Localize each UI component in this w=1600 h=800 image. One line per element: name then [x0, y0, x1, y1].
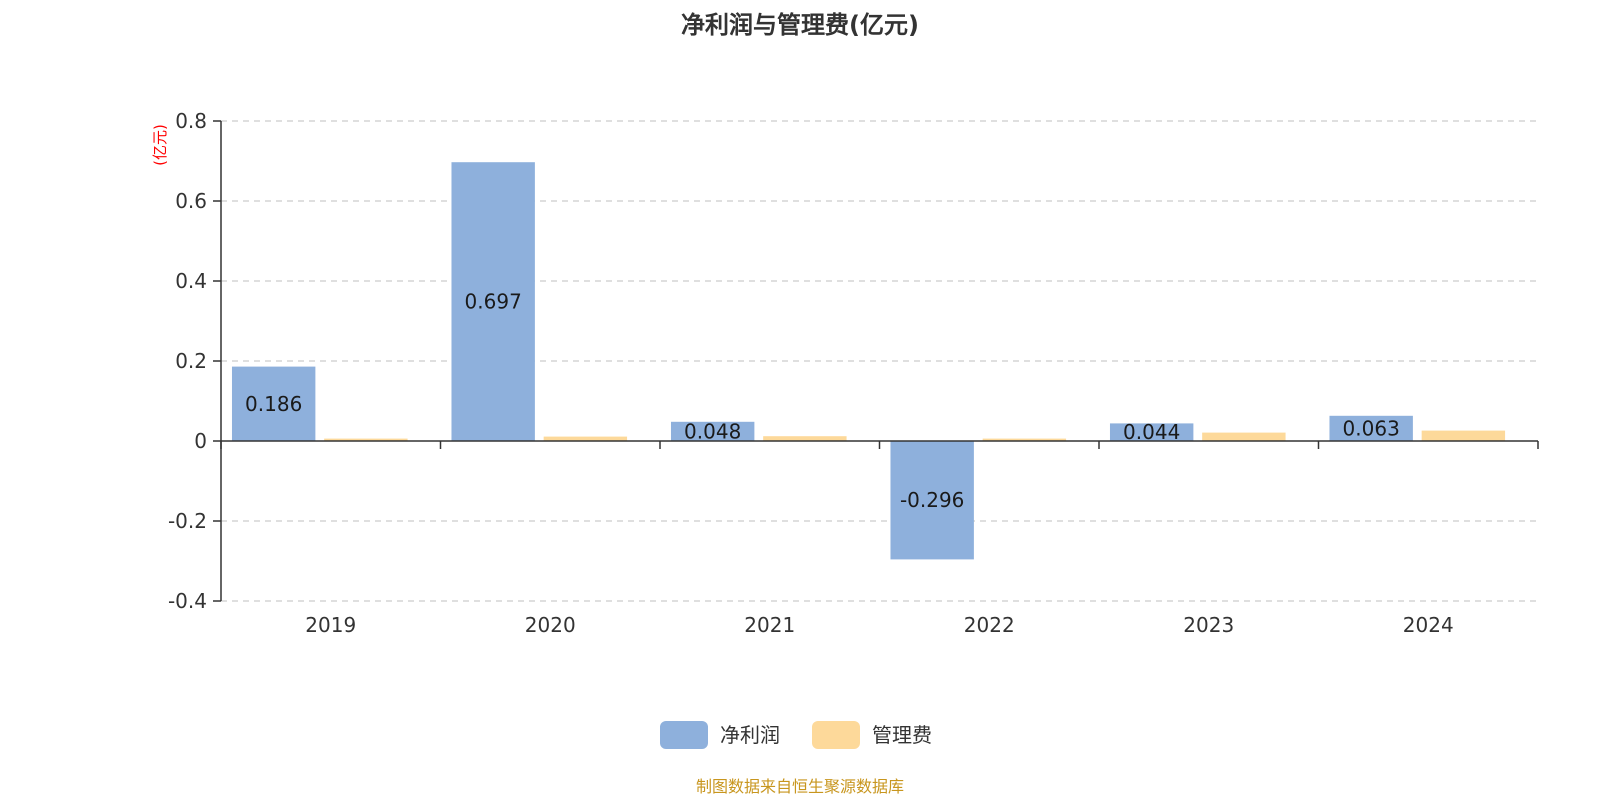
x-tick-label: 2023: [1183, 613, 1234, 637]
y-tick-label: 0.2: [175, 349, 207, 373]
y-tick-label: -0.2: [168, 509, 207, 533]
legend-swatch-admin-expense: [812, 721, 860, 749]
bar-net-profit: [890, 441, 974, 560]
x-tick-label: 2020: [525, 613, 576, 637]
source-note: 制图数据来自恒生聚源数据库: [696, 777, 904, 796]
data-label: 0.186: [245, 392, 302, 416]
bar-net-profit: [231, 366, 316, 441]
bar-admin-expense: [1421, 430, 1506, 441]
y-tick-label: -0.4: [168, 589, 207, 613]
bar-admin-expense: [763, 436, 847, 441]
data-labels: 0.186 0.697 0.048 -0.296 0.044 0.063: [245, 290, 1400, 513]
bar-admin-expense: [324, 438, 408, 441]
x-tick-label: 2022: [964, 613, 1015, 637]
legend: 净利润 管理费: [660, 721, 932, 749]
data-label: 0.048: [684, 419, 741, 443]
data-label: 0.697: [465, 290, 522, 314]
y-tick-label: 0.4: [175, 269, 207, 293]
chart-title: 净利润与管理费(亿元): [681, 11, 919, 39]
x-tick-label: 2024: [1403, 613, 1454, 637]
bar-admin-expense: [1202, 432, 1286, 441]
legend-label-net-profit: 净利润: [720, 723, 780, 747]
y-axis-label: (亿元): [151, 124, 169, 166]
axes: -0.4 -0.2 0 0.2 0.4 0.6 0.8 2019 2020 2021 2022 202…: [168, 109, 1539, 637]
bar-net-profit: [1329, 415, 1413, 441]
data-label: 0.044: [1123, 420, 1180, 444]
bar-net-profit: [1109, 423, 1194, 441]
bars: [231, 162, 1506, 560]
legend-swatch-net-profit: [660, 721, 708, 749]
y-tick-label: 0.8: [175, 109, 207, 133]
bar-admin-expense: [543, 436, 628, 441]
data-label: -0.296: [900, 488, 964, 512]
x-tick-label: 2021: [744, 613, 795, 637]
data-label: 0.063: [1343, 416, 1400, 440]
bar-admin-expense: [982, 438, 1067, 441]
y-tick-label: 0.6: [175, 189, 207, 213]
bar-net-profit: [451, 162, 535, 441]
grid-lines: [221, 120, 1538, 602]
bar-net-profit: [670, 421, 755, 441]
y-tick-label: 0: [194, 429, 207, 453]
x-tick-label: 2019: [305, 613, 356, 637]
legend-label-admin-expense: 管理费: [872, 723, 932, 747]
